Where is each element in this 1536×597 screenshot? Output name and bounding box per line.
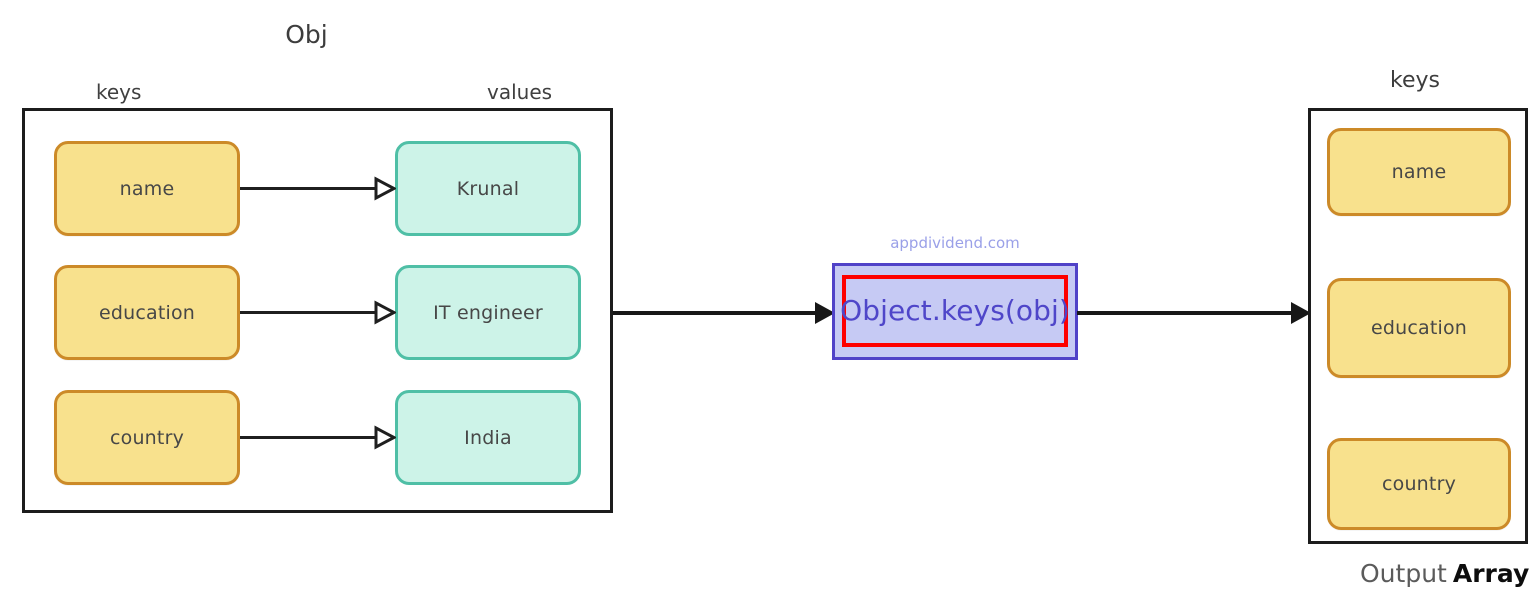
output-item-country: country bbox=[1327, 438, 1511, 530]
solid-arrowhead-icon bbox=[1291, 302, 1311, 324]
method-label: Object.keys(obj) bbox=[840, 294, 1070, 327]
pair-connector-arrow-country bbox=[240, 425, 396, 451]
pair-connector-arrow-name bbox=[240, 176, 396, 202]
source-value-krunal: Krunal bbox=[395, 141, 581, 236]
appdividend-watermark: appdividend.com bbox=[890, 234, 1020, 252]
flow-arrow-method-to-output bbox=[1077, 301, 1311, 325]
solid-arrowhead-icon bbox=[815, 302, 835, 324]
source-key-name: name bbox=[54, 141, 240, 236]
arrow-shaft bbox=[613, 311, 817, 315]
hollow-arrowhead-icon bbox=[374, 425, 396, 450]
source-value-india: India bbox=[395, 390, 581, 485]
arrow-shaft bbox=[240, 311, 376, 314]
hollow-arrowhead-icon bbox=[374, 300, 396, 325]
source-values-column-header: values bbox=[487, 80, 553, 104]
output-item-education: education bbox=[1327, 278, 1511, 378]
hollow-arrowhead-icon bbox=[374, 176, 396, 201]
method-box-highlight: Object.keys(obj) bbox=[840, 275, 1070, 347]
source-value-it-engineer: IT engineer bbox=[395, 265, 581, 360]
arrow-shaft bbox=[240, 436, 376, 439]
output-keys-header: keys bbox=[1390, 68, 1440, 93]
arrow-shaft bbox=[1077, 311, 1293, 315]
source-key-country: country bbox=[54, 390, 240, 485]
source-keys-column-header: keys bbox=[96, 80, 142, 104]
output-caption-prefix: Output bbox=[1360, 559, 1447, 588]
source-key-education: education bbox=[54, 265, 240, 360]
flow-arrow-object-to-method bbox=[613, 301, 835, 325]
output-item-name: name bbox=[1327, 128, 1511, 216]
output-caption-emphasis: Array bbox=[1452, 559, 1530, 588]
pair-connector-arrow-education bbox=[240, 300, 396, 326]
arrow-shaft bbox=[240, 187, 376, 190]
object-title: Obj bbox=[285, 20, 328, 49]
